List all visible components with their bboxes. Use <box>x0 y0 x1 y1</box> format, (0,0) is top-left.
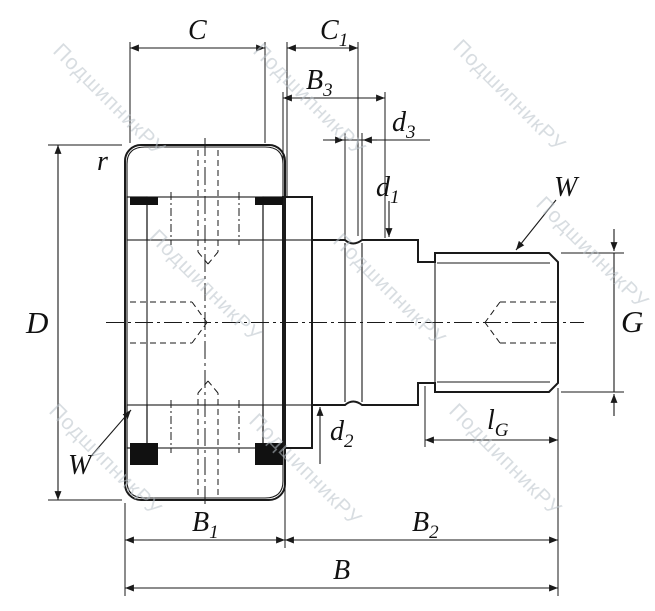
dim-label-B1: B1 <box>192 507 219 543</box>
dimension-C1: C1 <box>286 15 359 236</box>
watermark-text: ПодшипникРУ <box>328 229 450 351</box>
dim-label-B2: B2 <box>412 507 439 543</box>
dim-label-W-bottom: W <box>68 450 94 481</box>
centerlines <box>106 138 584 508</box>
watermark-text: ПодшипникРУ <box>448 35 570 157</box>
watermark-text: ПодшипникРУ <box>444 399 566 521</box>
dimension-d2: d2 <box>316 407 354 464</box>
dimension-d3: d3 <box>323 107 430 240</box>
dimension-B2: B2 <box>285 388 559 596</box>
dimension-W-top: W <box>515 172 580 251</box>
dim-label-W-top: W <box>554 172 580 203</box>
dimension-lG: lG <box>424 386 558 447</box>
watermark-text: ПодшипникРУ <box>48 39 170 161</box>
dim-label-d1: d1 <box>376 172 400 208</box>
dimension-G: G <box>561 229 643 416</box>
dim-label-G: G <box>621 304 643 339</box>
dim-label-B: B <box>333 555 350 586</box>
dim-label-lG: lG <box>487 405 509 441</box>
seals <box>130 197 283 465</box>
internal-features <box>130 150 556 495</box>
dimension-B: B <box>125 555 558 592</box>
dimension-C: C <box>129 15 266 143</box>
dim-label-r: r <box>97 146 108 177</box>
dim-label-D: D <box>25 305 48 340</box>
dim-label-C: C <box>188 15 207 46</box>
dimension-D: D <box>25 144 122 501</box>
dimension-r: r <box>97 146 108 177</box>
dim-label-B3: B3 <box>306 65 333 101</box>
dim-label-C1: C1 <box>320 15 348 51</box>
watermark-text: ПодшипникРУ <box>244 409 366 531</box>
dimension-B3: B3 <box>282 65 386 238</box>
dimension-d1: d1 <box>376 172 400 237</box>
dimension-B1: B1 <box>124 451 286 596</box>
dim-label-d3: d3 <box>392 107 416 143</box>
dim-label-d2: d2 <box>330 416 354 452</box>
watermark-text: ПодшипникРУ <box>248 39 370 161</box>
dimension-W-bottom: W <box>68 409 132 481</box>
